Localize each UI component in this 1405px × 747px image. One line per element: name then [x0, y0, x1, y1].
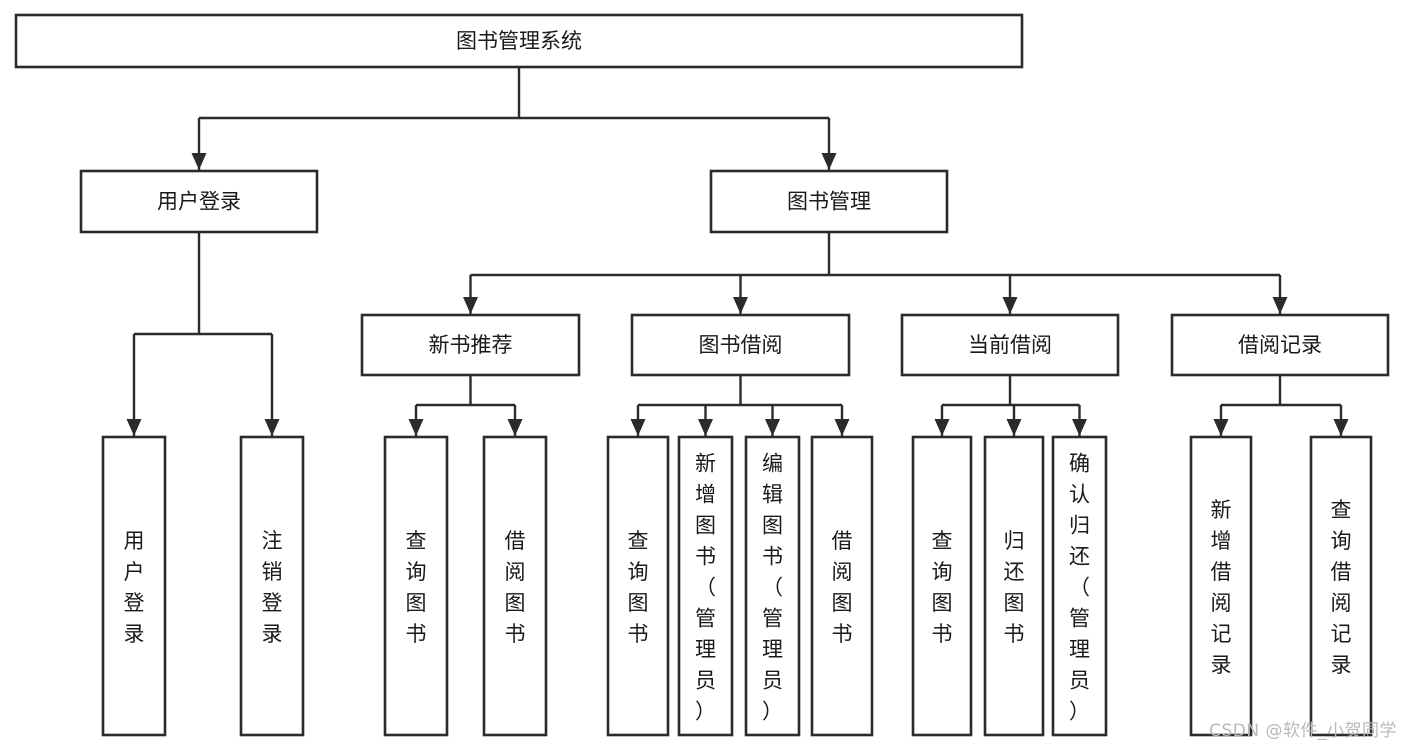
- node-label: 图书管理: [787, 190, 871, 214]
- arrow-head-icon: [934, 419, 950, 436]
- node-label: 借阅图书: [505, 529, 526, 646]
- arrow-head-icon: [821, 153, 837, 170]
- node-label: 确认归还（管理员）: [1069, 452, 1090, 724]
- node-box: [900, 313, 1120, 377]
- node-查询图书[interactable]: 查询图书: [383, 435, 449, 737]
- arrow-head-icon: [733, 297, 748, 314]
- node-label: 查询借阅记录: [1331, 498, 1352, 677]
- node-用户登录[interactable]: 用户登录: [79, 169, 319, 234]
- node-box: [911, 435, 973, 737]
- node-确认归还管理员[interactable]: 确认归还（管理员）: [1051, 435, 1108, 737]
- arrow-head-icon: [191, 153, 207, 170]
- node-借阅记录[interactable]: 借阅记录: [1170, 313, 1390, 377]
- node-label: 新增图书（管理员）: [695, 452, 716, 724]
- arrow-head-icon: [1072, 419, 1087, 436]
- node-box: [1170, 313, 1390, 377]
- node-编辑图书管理员[interactable]: 编辑图书（管理员）: [744, 435, 801, 737]
- arrow-head-icon: [1333, 419, 1349, 436]
- node-box: [79, 169, 319, 234]
- watermark-label: CSDN @软件_小贺同学: [1209, 721, 1397, 741]
- arrow-head-icon: [1006, 419, 1022, 436]
- node-label: 查询图书: [932, 529, 953, 646]
- node-图书管理[interactable]: 图书管理: [709, 169, 949, 234]
- node-box: [1309, 435, 1373, 737]
- node-当前借阅[interactable]: 当前借阅: [900, 313, 1120, 377]
- node-label: 用户登录: [124, 529, 145, 646]
- arrow-head-icon: [765, 419, 780, 436]
- node-新书推荐[interactable]: 新书推荐: [360, 313, 581, 377]
- arrow-head-icon: [1002, 297, 1018, 314]
- node-label: 注销登录: [262, 529, 283, 646]
- node-label: 查询图书: [628, 529, 649, 646]
- node-box: [709, 169, 949, 234]
- node-label: 用户登录: [157, 190, 241, 214]
- node-label: 归还图书: [1004, 529, 1025, 646]
- node-box: [14, 13, 1024, 69]
- node-label: 图书借阅: [699, 333, 783, 357]
- node-注销登录[interactable]: 注销登录: [239, 435, 305, 737]
- arrow-head-icon: [630, 419, 646, 436]
- node-box: [101, 435, 167, 737]
- node-label: 借阅图书: [832, 529, 853, 646]
- arrow-head-icon: [507, 419, 523, 436]
- node-图书管理系统[interactable]: 图书管理系统: [14, 13, 1024, 69]
- arrow-head-icon: [408, 419, 424, 436]
- node-label: 新书推荐: [429, 333, 513, 357]
- node-归还图书[interactable]: 归还图书: [983, 435, 1045, 737]
- arrow-head-icon: [834, 419, 850, 436]
- node-box: [482, 435, 548, 737]
- node-box: [1051, 435, 1108, 737]
- node-box: [360, 313, 581, 377]
- node-label: 查询图书: [406, 529, 427, 646]
- node-新增借阅记录[interactable]: 新增借阅记录: [1189, 435, 1253, 737]
- node-box: [606, 435, 670, 737]
- node-box: [630, 313, 851, 377]
- node-图书借阅[interactable]: 图书借阅: [630, 313, 851, 377]
- node-label: 借阅记录: [1238, 333, 1322, 357]
- node-用户登录[interactable]: 用户登录: [101, 435, 167, 737]
- arrow-head-icon: [126, 419, 142, 436]
- node-新增图书管理员[interactable]: 新增图书（管理员）: [677, 435, 734, 737]
- node-box: [677, 435, 734, 737]
- node-查询图书[interactable]: 查询图书: [606, 435, 670, 737]
- node-label: 新增借阅记录: [1211, 498, 1232, 677]
- arrow-head-icon: [264, 419, 280, 436]
- node-label: 当前借阅: [968, 333, 1052, 357]
- arrow-head-icon: [1213, 419, 1229, 436]
- arrow-head-icon: [698, 419, 713, 436]
- node-借阅图书[interactable]: 借阅图书: [810, 435, 874, 737]
- node-box: [983, 435, 1045, 737]
- node-box: [744, 435, 801, 737]
- node-查询图书[interactable]: 查询图书: [911, 435, 973, 737]
- node-box: [810, 435, 874, 737]
- node-借阅图书[interactable]: 借阅图书: [482, 435, 548, 737]
- node-label: 图书管理系统: [456, 29, 582, 53]
- node-box: [1189, 435, 1253, 737]
- edge-layer: [126, 67, 1349, 436]
- arrow-head-icon: [463, 297, 478, 314]
- arrow-head-icon: [1272, 297, 1288, 314]
- node-box: [383, 435, 449, 737]
- node-layer: 图书管理系统用户登录图书管理新书推荐图书借阅当前借阅借阅记录用户登录注销登录查询…: [14, 13, 1390, 737]
- node-查询借阅记录[interactable]: 查询借阅记录: [1309, 435, 1373, 737]
- node-box: [239, 435, 305, 737]
- node-label: 编辑图书（管理员）: [762, 452, 783, 724]
